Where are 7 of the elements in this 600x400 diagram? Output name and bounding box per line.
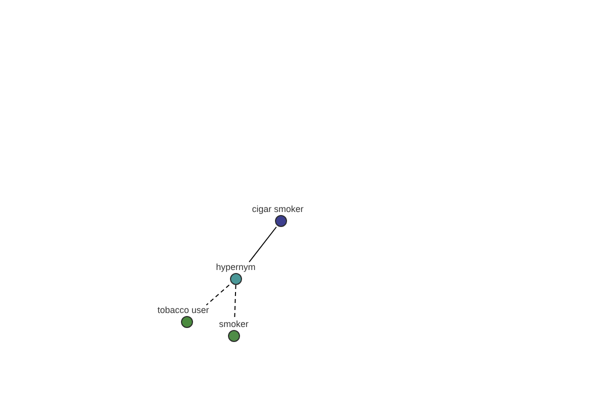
connector-line — [248, 226, 277, 262]
node-label: tobacco user — [158, 305, 210, 315]
node-label: cigar smoker — [252, 204, 304, 214]
dashed-connector-line — [234, 284, 236, 320]
node-label: smoker — [219, 319, 249, 329]
node-label: hypernym — [216, 262, 256, 272]
dashed-connector-line — [206, 284, 230, 306]
